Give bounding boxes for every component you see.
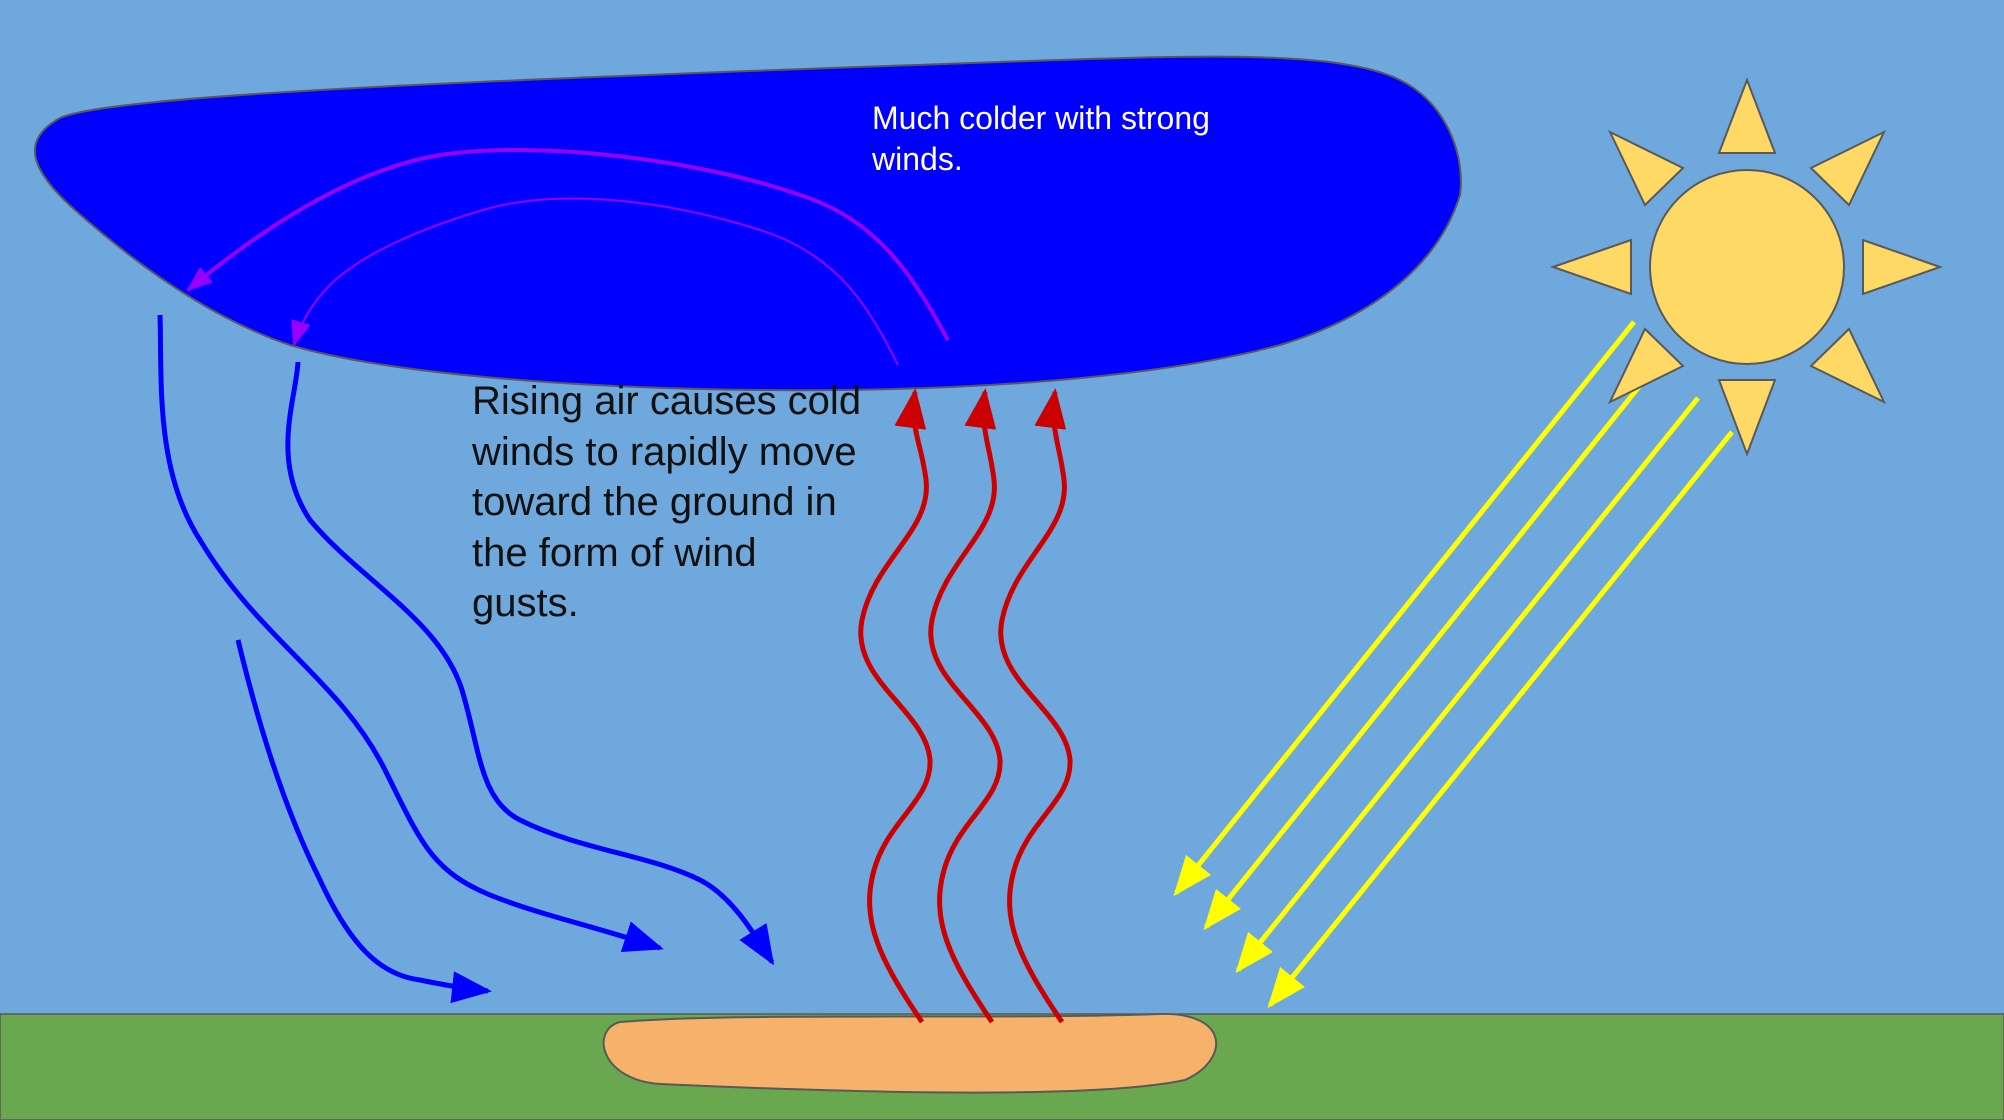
hot-ground-patch [604,1014,1217,1093]
cloud-note: Much colder with strong winds. [872,98,1272,180]
explanation-text: Rising air causes cold winds to rapidly … [472,376,872,629]
sun-icon [1553,80,1940,454]
